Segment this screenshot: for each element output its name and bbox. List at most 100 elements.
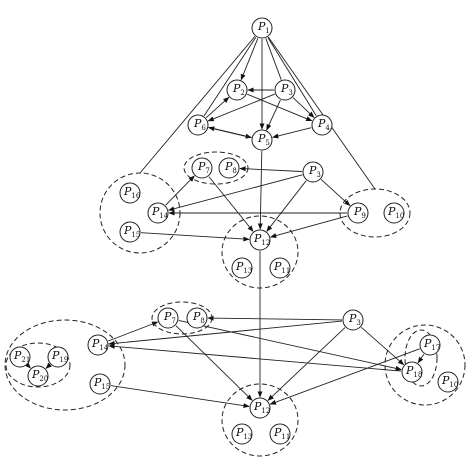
node-circle	[87, 334, 109, 356]
node-subscript: 11	[281, 267, 290, 275]
edge-n14b-n7b	[108, 321, 159, 342]
node-circle	[27, 365, 49, 387]
node-p14: P14	[147, 202, 169, 224]
node-p9: P9	[347, 202, 369, 224]
edge-n3a-n6	[207, 93, 275, 122]
edge-n7b-n18	[178, 319, 402, 371]
cluster-p17p18	[404, 329, 438, 387]
node-subscript: 19	[59, 356, 68, 364]
node-p14: P14	[87, 334, 109, 356]
node-subscript: 5	[265, 139, 269, 147]
edge-n3b-n14a	[167, 174, 303, 212]
node-circle	[383, 202, 405, 224]
edge-n21-n20	[24, 362, 31, 369]
node-circle	[226, 79, 248, 101]
node-circle	[419, 334, 441, 356]
cluster-p7p8-top	[183, 151, 249, 185]
node-subscript: 7	[205, 167, 209, 175]
edge-n6-n2a	[205, 96, 230, 119]
node-p16: P16	[119, 182, 141, 204]
node-subscript: 3	[288, 89, 292, 97]
edge-n3c-n8b	[207, 315, 343, 321]
edge-n3a-n4	[292, 97, 315, 118]
edge-n7a-n12a	[208, 176, 254, 232]
edge-n3b-n9	[320, 179, 351, 207]
cluster-p7p8-bottom	[151, 301, 213, 335]
edge-n4-n5	[272, 127, 312, 139]
edge-n1-n4	[267, 37, 317, 116]
node-circle	[119, 182, 141, 204]
node-p15: P15	[89, 373, 111, 395]
cluster-center-bottom	[221, 383, 299, 457]
node-circle	[342, 309, 364, 331]
node-circle	[347, 202, 369, 224]
cluster-left-bottom	[4, 319, 126, 411]
edge-n1-n2a	[240, 38, 259, 81]
edge-n5-n6	[208, 126, 252, 138]
node-circle	[231, 257, 253, 279]
node-p12: P12	[249, 229, 271, 251]
node-p13: P13	[231, 257, 253, 279]
node-subscript: 15	[131, 231, 140, 239]
edge-n9-n12a	[269, 215, 348, 239]
node-p7: P7	[157, 307, 179, 329]
edge-n3c-n12b	[267, 327, 346, 401]
edge-n1-n3a	[265, 38, 282, 80]
node-p12: P12	[249, 397, 271, 419]
edge-n5-n12a	[257, 150, 263, 230]
node-circle	[186, 307, 208, 329]
node-subscript: 3	[356, 319, 360, 327]
node-subscript: 1	[265, 27, 269, 35]
node-subscript: 15	[101, 383, 110, 391]
node-p18: P18	[401, 361, 423, 383]
node-p3: P3	[302, 161, 324, 183]
node-subscript: 3	[316, 171, 320, 179]
edge-n3a-n5	[266, 99, 281, 131]
edge-n1-c-right-top	[267, 36, 376, 190]
node-p6: P6	[187, 114, 209, 136]
node-circle	[89, 373, 111, 395]
node-subscript: 20	[39, 375, 48, 383]
node-subscript: 16	[131, 192, 140, 200]
node-subscript: 12	[261, 239, 270, 247]
node-circle	[302, 161, 324, 183]
edge-n17-n18	[417, 353, 425, 364]
node-p5: P5	[251, 129, 273, 151]
node-p1: P1	[251, 17, 273, 39]
edge-n15a-n12a	[140, 232, 250, 242]
cluster-center-top	[221, 215, 299, 289]
node-subscript: 4	[325, 124, 330, 132]
node-circle	[269, 257, 291, 279]
node-circle	[191, 157, 213, 179]
cluster-p21p20	[5, 342, 71, 388]
node-p10: P10	[383, 202, 405, 224]
edge-n1-n6	[203, 36, 257, 117]
node-circle	[274, 79, 296, 101]
edge-n15b-n12b	[110, 385, 250, 409]
node-subscript: 13	[243, 267, 252, 275]
edge-n19-n20	[45, 362, 52, 369]
node-subscript: 18	[413, 371, 422, 379]
node-p4: P4	[311, 114, 333, 136]
edge-n17-n12b	[269, 348, 420, 405]
node-subscript: 2	[240, 89, 244, 97]
node-subscript: 14	[159, 212, 168, 220]
node-p19: P19	[47, 346, 69, 368]
node-p3: P3	[274, 79, 296, 101]
cluster-left-top	[99, 172, 181, 254]
node-circle	[269, 423, 291, 445]
node-circle	[401, 361, 423, 383]
node-circle	[157, 307, 179, 329]
cluster-right-bottom	[384, 324, 466, 406]
node-subscript: 10	[449, 381, 458, 389]
node-circle	[47, 346, 69, 368]
node-subscript: 17	[431, 344, 440, 352]
node-p8: P8	[186, 307, 208, 329]
node-p21: P21	[9, 346, 31, 368]
node-subscript: 10	[395, 212, 404, 220]
node-circle	[251, 129, 273, 151]
node-circle	[231, 423, 253, 445]
node-p17: P17	[419, 334, 441, 356]
